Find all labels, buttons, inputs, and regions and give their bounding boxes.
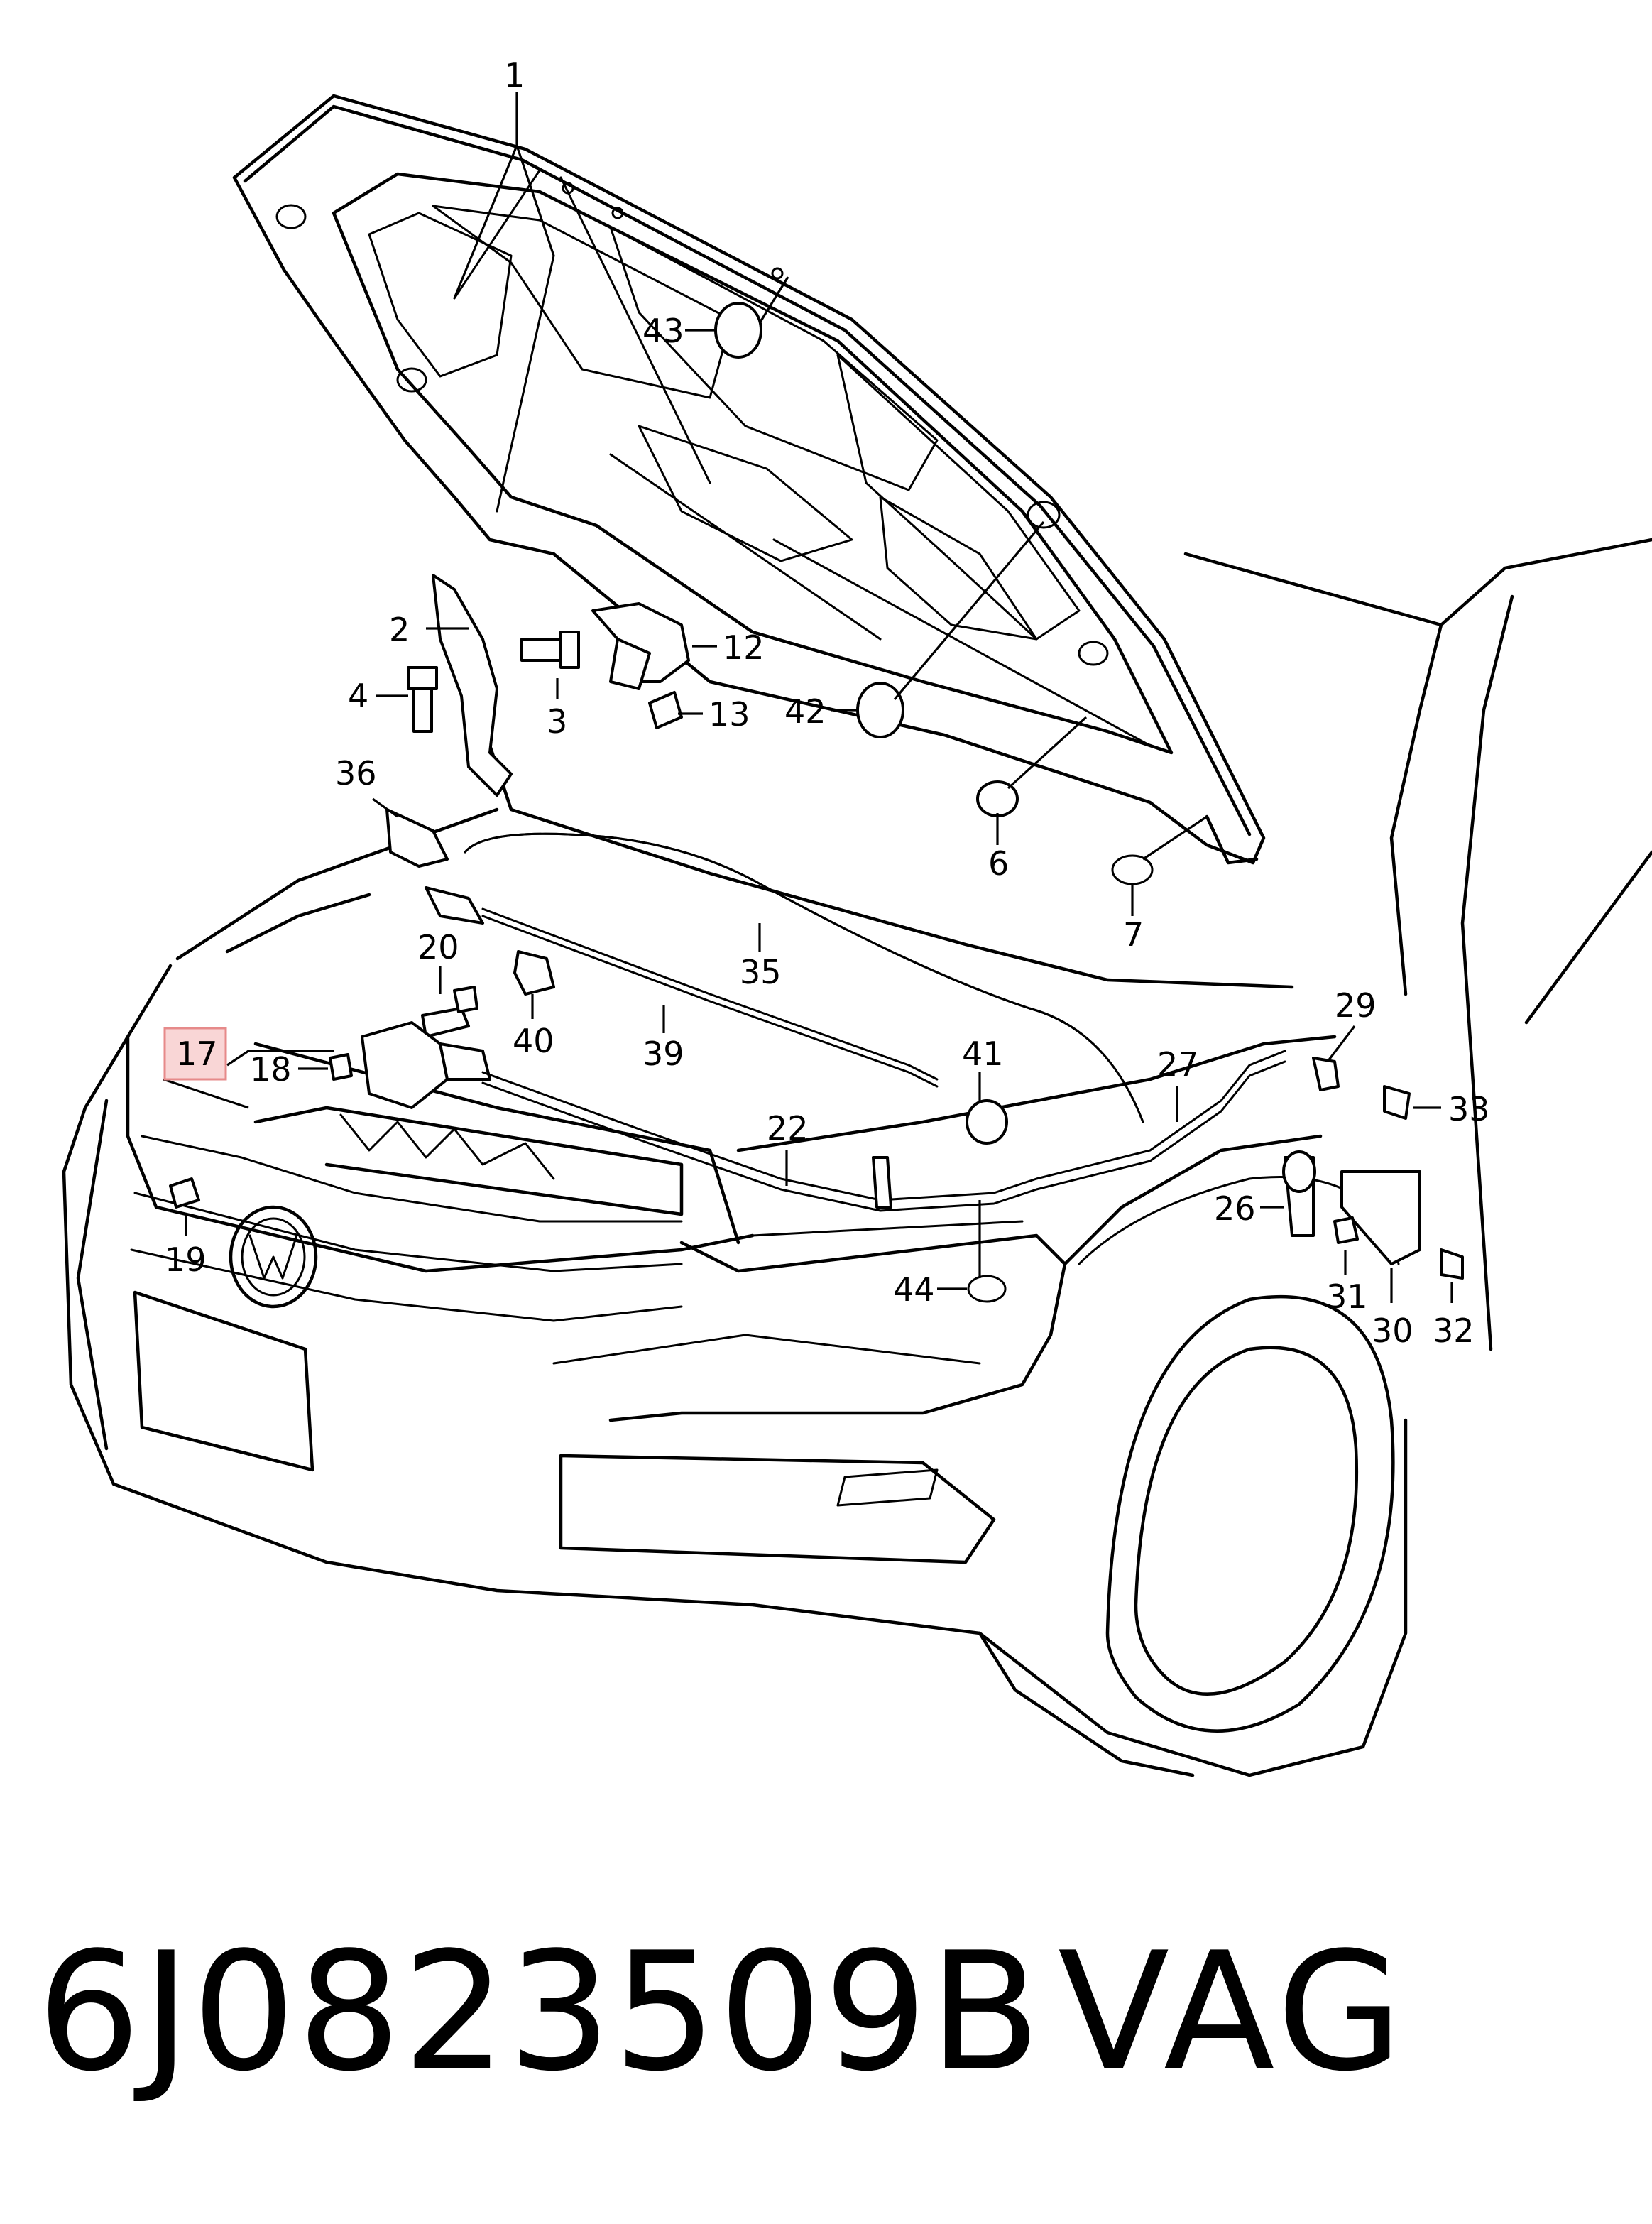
callout-1: 1 xyxy=(504,56,525,94)
callout-42: 42 xyxy=(784,692,826,731)
part-number: 6J0823509B xyxy=(37,1918,1043,2108)
callout-31: 31 xyxy=(1326,1277,1368,1316)
callout-30: 30 xyxy=(1372,1312,1413,1350)
parts-drawing xyxy=(169,302,1464,1303)
callout-20: 20 xyxy=(417,928,459,966)
hood-drawing xyxy=(232,94,1266,865)
car-body-drawing xyxy=(62,538,1652,1777)
callout-27: 27 xyxy=(1157,1045,1199,1084)
callout-29: 29 xyxy=(1335,986,1377,1025)
callout-36: 36 xyxy=(335,754,377,792)
callout-3: 3 xyxy=(547,702,567,741)
callout-32: 32 xyxy=(1433,1312,1475,1350)
callout-41: 41 xyxy=(962,1035,1004,1073)
callout-18: 18 xyxy=(250,1050,292,1089)
callout-35: 35 xyxy=(740,953,782,991)
callout-22: 22 xyxy=(767,1109,809,1148)
callout-labels: 1 43 2 3 4 12 13 42 6 7 36 35 20 40 39 4… xyxy=(163,56,1490,1350)
brand-name: VAG xyxy=(1058,1918,1408,2108)
callout-12: 12 xyxy=(723,628,765,667)
callout-39: 39 xyxy=(642,1035,684,1073)
callout-17: 17 xyxy=(176,1035,218,1073)
callout-33: 33 xyxy=(1448,1090,1490,1128)
callout-26: 26 xyxy=(1214,1189,1256,1228)
callout-43: 43 xyxy=(642,312,684,350)
callout-6: 6 xyxy=(988,844,1009,883)
callout-19: 19 xyxy=(165,1241,207,1279)
callout-2: 2 xyxy=(389,611,410,649)
callout-44: 44 xyxy=(893,1270,935,1309)
callout-40: 40 xyxy=(513,1022,554,1060)
callout-17-highlight xyxy=(163,1027,227,1081)
callout-4: 4 xyxy=(348,677,368,715)
callout-13: 13 xyxy=(709,695,750,734)
leader-lines xyxy=(163,92,1453,1303)
callout-7: 7 xyxy=(1123,915,1144,954)
